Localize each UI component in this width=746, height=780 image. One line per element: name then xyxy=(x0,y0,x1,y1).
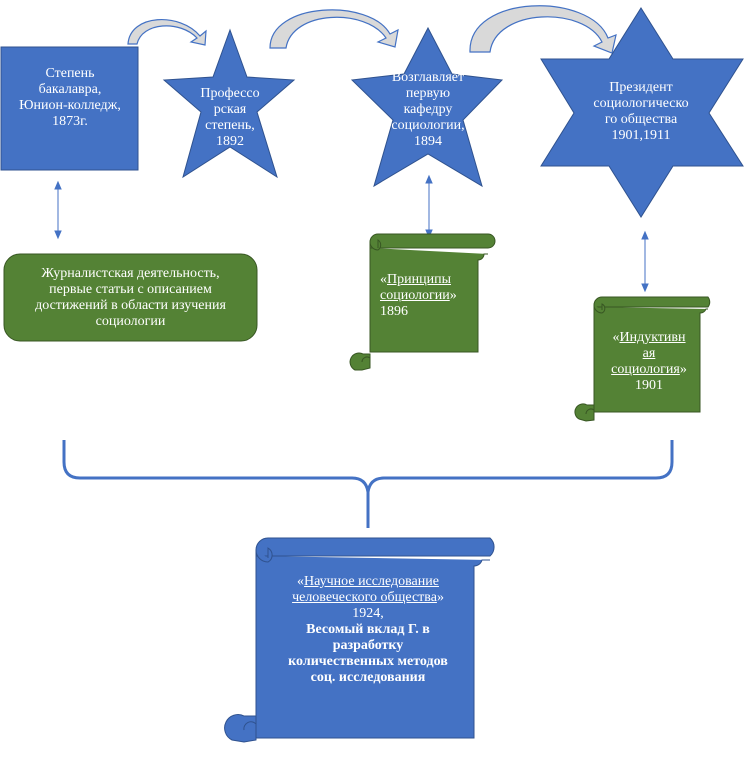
inductive-scroll xyxy=(574,296,711,422)
principles-text: «Принципы социологии» 1896 xyxy=(380,272,472,320)
research-contribution: Весомый вклад Г. в разработку количестве… xyxy=(288,622,448,685)
journalism-box xyxy=(3,253,258,342)
research-scroll xyxy=(224,537,495,743)
research-title[interactable]: Научное исследование человеческого общес… xyxy=(292,574,439,605)
bachelor-text: Степень бакалавра, Юнион-колледж, 1873г. xyxy=(19,66,121,129)
research-text: «Научное исследование человеческого обще… xyxy=(266,574,470,686)
inductive-title[interactable]: Индуктивн ая социология xyxy=(611,330,686,377)
professor-star xyxy=(162,28,296,179)
principles-year: 1896 xyxy=(380,304,408,319)
research-quote-close: » xyxy=(436,590,444,605)
president-hexagram xyxy=(540,7,744,218)
double-arrow-1 xyxy=(54,180,62,240)
bottom-brace xyxy=(62,440,674,528)
principles-title[interactable]: Принципы социологии xyxy=(380,272,451,303)
inductive-quote-close: » xyxy=(679,362,687,377)
double-arrow-3 xyxy=(641,230,649,293)
principles-quote-open: « xyxy=(380,272,387,287)
curved-arrow-2 xyxy=(269,9,399,49)
department-star xyxy=(350,26,504,188)
principles-scroll xyxy=(349,233,496,371)
research-quote-open: « xyxy=(297,574,305,589)
department-text: Возглавляет первую кафедру социологии, 1… xyxy=(391,70,465,149)
inductive-text: «Индуктивн ая социология» 1901 xyxy=(602,330,696,394)
journalism-text: Журналистская деятельность, первые стать… xyxy=(35,266,226,329)
inductive-year: 1901 xyxy=(635,378,663,393)
president-text: Президент социологическо го общества 190… xyxy=(593,80,689,143)
principles-quote-close: » xyxy=(449,288,457,303)
double-arrow-2 xyxy=(425,174,433,239)
bachelor-box xyxy=(0,46,139,171)
inductive-quote-open: « xyxy=(612,330,620,345)
curved-arrow-3 xyxy=(469,5,617,54)
research-year: 1924, xyxy=(352,606,384,621)
curved-arrow-1 xyxy=(127,18,207,46)
professor-text: Профессо рская степень, 1892 xyxy=(200,86,260,149)
